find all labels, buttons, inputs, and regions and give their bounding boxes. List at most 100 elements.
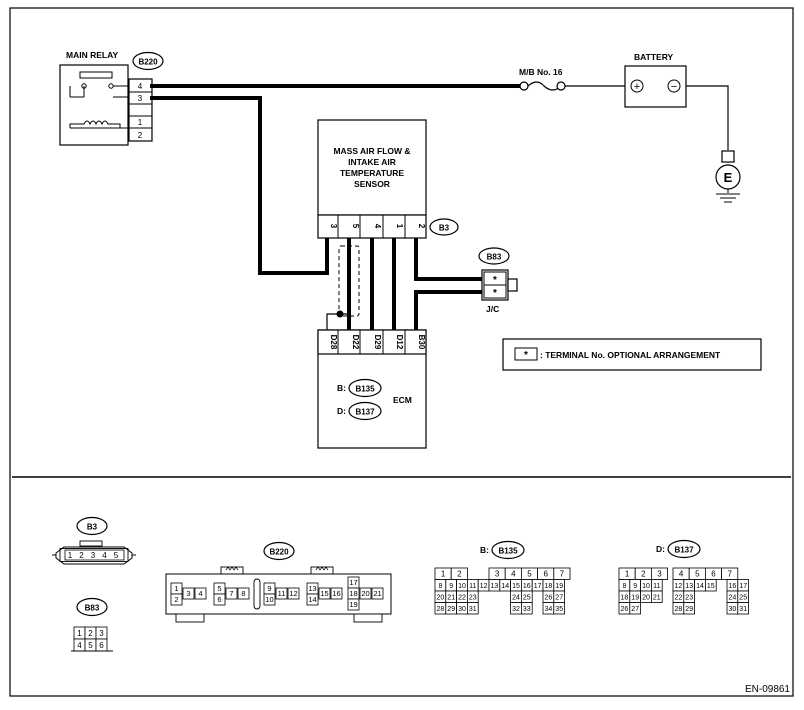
b220-pin-cell — [347, 598, 360, 611]
b135-pins-pin: 28 — [437, 606, 445, 613]
jc-label: J/C — [486, 304, 499, 314]
b137-pins-pin: 14 — [696, 583, 704, 590]
conn-b137-name: B137 — [674, 546, 694, 555]
b220-pin: 11 — [278, 589, 286, 598]
conn-b137-prefix: D: — [656, 544, 665, 554]
b3-pin: 5 — [114, 551, 119, 560]
b137-pins-pin: 11 — [653, 583, 660, 590]
wire-maf2-jc — [414, 236, 486, 281]
ecm-pin-b30: B30 — [417, 335, 426, 350]
legend-box — [502, 338, 762, 371]
b137-pins-pin: 2 — [641, 570, 646, 579]
ground-label: E — [724, 170, 733, 185]
ecm-b-prefix: B: — [337, 383, 346, 393]
b220-pin: 8 — [241, 589, 245, 598]
jc-pin-2: * — [493, 288, 497, 299]
battery-plus-icon — [630, 79, 644, 93]
b137-pins-pin: 18 — [621, 594, 629, 601]
b220-pin-cell — [213, 593, 226, 606]
b135-pins-pin: 26 — [545, 594, 553, 601]
b220-pin: 20 — [361, 589, 369, 598]
b135-pins-pin: 32 — [512, 606, 520, 613]
conn-b135-prefix: B: — [480, 545, 489, 555]
b135-pins-pin: 6 — [543, 570, 548, 579]
b137-pins-pin: 16 — [729, 583, 737, 590]
conn-b83-badge — [76, 597, 108, 617]
b137-pins-pin: 24 — [729, 594, 737, 601]
b137-pins-pin: 9 — [633, 583, 637, 590]
b135-pins-pin: 9 — [449, 583, 453, 590]
conn-b83-name: B83 — [85, 604, 100, 613]
b135-pins-pin: 29 — [447, 606, 455, 613]
b135-pins-pin: 20 — [437, 594, 445, 601]
b137-pins-pin: 23 — [685, 594, 693, 601]
b137-pins-pin: 15 — [707, 583, 715, 590]
maf-pin-block — [317, 214, 427, 239]
maf-sensor: MASS AIR FLOW & INTAKE AIR TEMPERATURE S… — [317, 119, 459, 239]
maf-sensor-body — [317, 119, 427, 216]
conn-b220-badge — [263, 541, 295, 561]
b137-pins-pin: 12 — [675, 583, 683, 590]
b135-pins-pin: 27 — [555, 594, 563, 601]
b135-pins-pin: 33 — [523, 606, 531, 613]
b137-pins-pin: 28 — [675, 606, 683, 613]
battery-title: BATTERY — [634, 52, 674, 62]
b135-pins-pin: 5 — [527, 570, 532, 579]
maf-line-1: MASS AIR FLOW & — [333, 146, 410, 156]
maf-pin-2: 2 — [417, 224, 426, 229]
b135-pins-pin: 7 — [560, 570, 565, 579]
b220-pin-cell — [306, 593, 319, 606]
b3-pin: 2 — [79, 551, 84, 560]
ecm-pin-d29: D29 — [373, 335, 382, 350]
b137-pins-pin-cell — [705, 579, 717, 592]
b220-pin: 5 — [217, 584, 221, 593]
b137-pins-pin: 20 — [642, 594, 650, 601]
legend: * : TERMINAL No. OPTIONAL ARRANGEMENT — [502, 338, 762, 371]
b220-pin: 18 — [349, 589, 357, 598]
b3-pin: 3 — [91, 551, 96, 560]
relay-pin-4: 4 — [138, 82, 143, 91]
b135-pins-pin: 4 — [511, 570, 516, 579]
b137-pins-pin-cell — [651, 590, 663, 603]
ecm: D28 D22 D29 D12 B30 B: B135 D: B137 ECM — [317, 329, 427, 449]
battery: BATTERY + − — [624, 52, 687, 108]
b137-pins-pin: 3 — [657, 570, 662, 579]
b137-pins-pin: 22 — [675, 594, 683, 601]
b137-pins-pin: 27 — [631, 606, 639, 613]
conn-b3-name: B3 — [87, 523, 98, 532]
conn-b137-badge — [667, 539, 701, 559]
b135-pins-pin: 24 — [512, 594, 520, 601]
b137-pins-pin: 7 — [727, 570, 732, 579]
b220-badge-text: B220 — [138, 58, 158, 67]
conn-b135-badge — [491, 540, 525, 560]
b135-pins-pin: 3 — [495, 570, 500, 579]
b220-pin: 4 — [198, 589, 202, 598]
b83-badge — [478, 247, 510, 265]
wire-jc-ecm — [414, 290, 486, 332]
b135-pins-pin: 18 — [545, 583, 553, 590]
b220-pin: 1 — [174, 584, 178, 593]
conn-b220-key — [253, 578, 261, 610]
ecm-pin-d28: D28 — [329, 335, 338, 350]
b83-pin: 6 — [99, 641, 104, 650]
b3-badge-text: B3 — [439, 224, 450, 233]
b137-pins-pin: 5 — [695, 570, 700, 579]
main-relay-body — [59, 64, 129, 146]
b220-pin: 19 — [349, 600, 357, 609]
b3-pin: 4 — [102, 551, 107, 560]
b220-pin: 15 — [320, 589, 328, 598]
fuse-label: M/B No. 16 — [519, 67, 563, 77]
b220-pin: 21 — [373, 589, 381, 598]
wire-relay3-maf3 — [150, 96, 329, 275]
b135-pins-pin: 17 — [534, 583, 542, 590]
ground: E — [715, 150, 741, 203]
ecm-pin-block — [317, 329, 427, 355]
b220-pin-cell — [237, 587, 250, 600]
main-relay: MAIN RELAY 4 3 1 2 B220 — [59, 50, 164, 146]
b220-pin-cell — [170, 593, 183, 606]
b83-pin: 5 — [88, 641, 93, 650]
b137-pins-pin: 25 — [739, 594, 747, 601]
